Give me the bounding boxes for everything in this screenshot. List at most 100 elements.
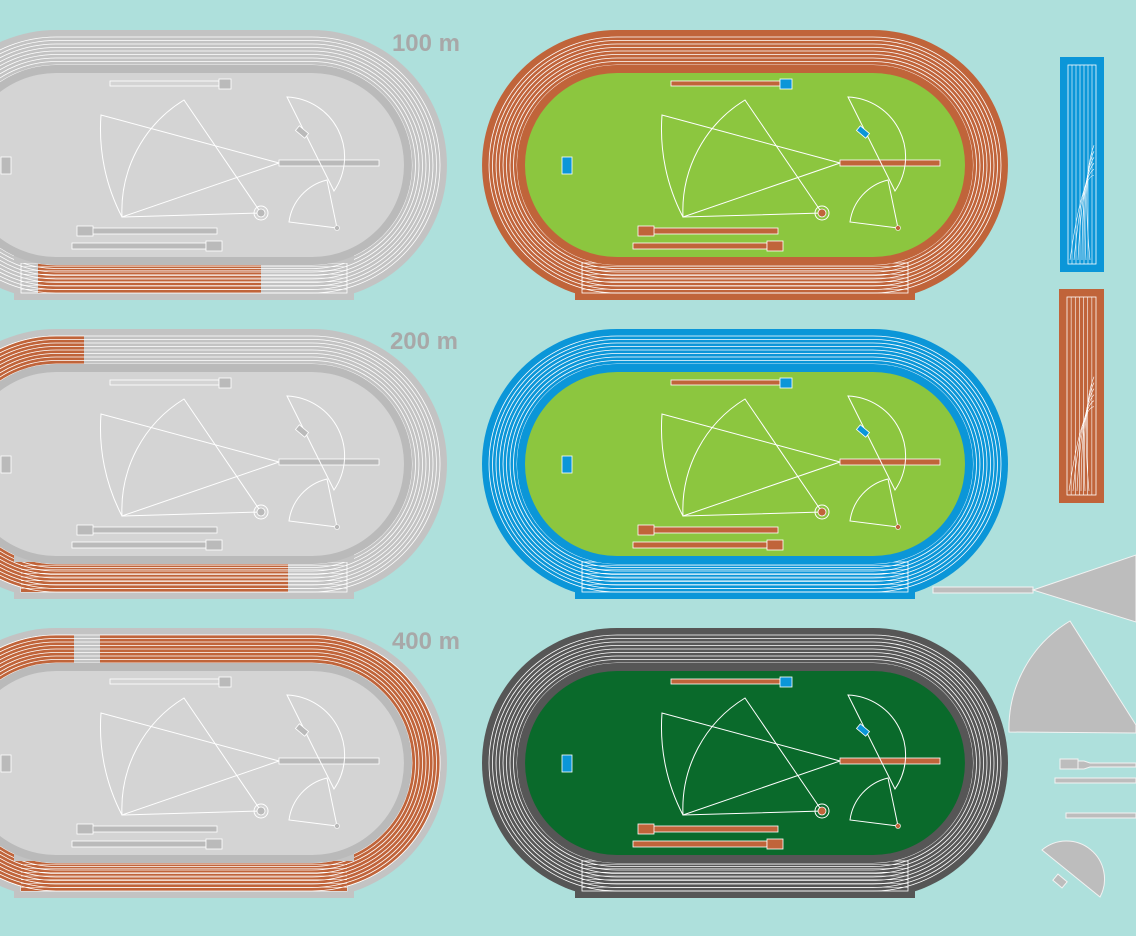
discus-sector: [682, 99, 823, 218]
track-dark-darkgreen: [482, 628, 1008, 898]
discus-circle: [817, 507, 827, 517]
high-jump-pit: [779, 78, 793, 90]
triple-jump-pit: [205, 539, 223, 551]
hammer-sector: [849, 777, 899, 827]
strip-border: [1066, 296, 1097, 496]
runway-piece: [1065, 812, 1136, 819]
stagger-line: [1072, 400, 1095, 492]
shot-put-circle: [855, 723, 871, 737]
javelin-runway: [278, 159, 380, 167]
hammer-sector: [288, 179, 338, 229]
high-jump-pit: [218, 377, 232, 389]
high-jump-runway: [670, 678, 781, 685]
lane-line: [513, 360, 977, 568]
stagger-line: [1085, 376, 1095, 492]
lane-line: [0, 353, 423, 575]
stagger-line: [1080, 388, 1095, 492]
hammer-sector: [288, 777, 338, 827]
hammer-circle: [334, 524, 340, 530]
track-gray: [0, 329, 447, 599]
javelin-sector-piece: [1031, 554, 1136, 623]
lane-line: [495, 641, 995, 885]
discus-cage: [814, 504, 830, 520]
triple-jump-pit: [205, 240, 223, 252]
long-jump-pit: [637, 823, 655, 835]
discus-sector-piece: [1008, 620, 1136, 734]
hammer-circle: [895, 524, 901, 530]
stagger-line: [1086, 145, 1095, 261]
long-jump-pit: [637, 524, 655, 536]
label-200m: 200 m: [389, 328, 458, 355]
triple-jump-runway: [71, 840, 207, 848]
discus-sector: [121, 99, 262, 218]
triple-jump-pit: [766, 539, 784, 551]
hammer-circle: [895, 823, 901, 829]
lane-line: [513, 659, 977, 867]
lane-line: [499, 47, 991, 283]
lane-line: [506, 652, 984, 874]
lane-line: [0, 349, 427, 579]
triple-jump-pit: [766, 838, 784, 850]
long-jump-pit: [76, 524, 94, 536]
lane-line: [502, 648, 988, 878]
lane-line: [0, 54, 423, 276]
long-jump-runway: [652, 526, 779, 534]
javelin-sector: [661, 413, 842, 517]
long-jump-runway: [91, 526, 218, 534]
javelin-runway: [278, 458, 380, 466]
lane-line: [0, 342, 434, 586]
lane-line: [0, 645, 430, 881]
shot-put-sector: [847, 694, 907, 790]
long-jump-pit: [637, 225, 655, 237]
shot-put-circle: [294, 125, 310, 139]
triple-jump-pit: [766, 240, 784, 252]
strip-border: [1067, 64, 1097, 265]
discus-cage: [814, 205, 830, 221]
long-jump-runway: [91, 825, 218, 833]
stagger-line: [1076, 394, 1095, 492]
lane-line: [499, 346, 991, 582]
javelin-sector: [661, 712, 842, 816]
high-jump-runway: [109, 80, 220, 87]
javelin-sector: [100, 712, 281, 816]
long-jump-pit: [76, 823, 94, 835]
discus-sector: [121, 398, 262, 517]
lane-line: [0, 652, 423, 874]
lane-line: [509, 655, 981, 871]
shot-put-sector: [847, 96, 907, 192]
discus-circle: [256, 208, 266, 218]
shot-put-sector: [847, 395, 907, 491]
stagger-line: [1073, 168, 1095, 261]
triple-jump-runway: [71, 242, 207, 250]
steeplechase-pit: [561, 455, 573, 474]
hammer-sector: [849, 179, 899, 229]
triple-jump-runway: [632, 541, 768, 549]
javelin-runway-piece: [932, 586, 1034, 594]
label-100m: 100 m: [391, 30, 460, 57]
infield: [525, 372, 965, 556]
discus-sector: [682, 398, 823, 517]
javelin-runway: [839, 757, 941, 765]
javelin-sector: [100, 114, 281, 218]
high-jump-pit: [779, 676, 793, 688]
steeplechase-pit: [0, 156, 12, 175]
lane-line: [499, 645, 991, 881]
lane-line: [0, 61, 416, 269]
lane-line: [0, 57, 420, 273]
stagger-line: [1068, 406, 1095, 492]
triple-jump-runway: [632, 242, 768, 250]
high-jump-runway: [109, 379, 220, 386]
orange-straight-track: [1059, 289, 1104, 503]
lane-line: [502, 349, 988, 579]
javelin-runway: [839, 159, 941, 167]
lane-line: [0, 360, 416, 568]
stagger-line: [1077, 163, 1095, 261]
high-jump-runway: [109, 678, 220, 685]
shot-put-sector: [286, 694, 346, 790]
hammer-sector: [288, 478, 338, 528]
hammer-circle: [334, 225, 340, 231]
infield: [525, 73, 965, 257]
steeplechase-pit: [0, 754, 12, 773]
lane-line: [506, 353, 984, 575]
steeplechase-pit: [561, 156, 573, 175]
